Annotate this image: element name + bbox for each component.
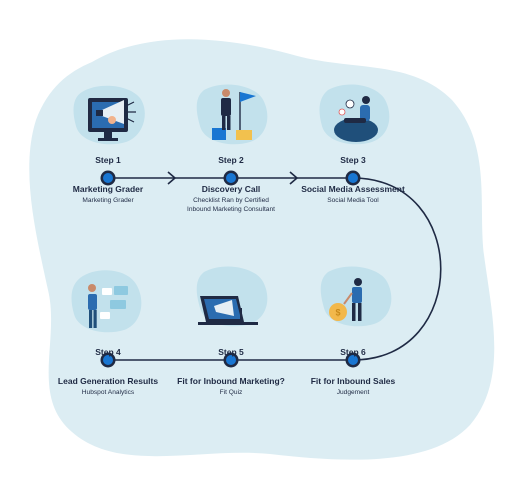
step-subtitle-line: Judgement: [336, 389, 370, 396]
node-step-2: [223, 170, 239, 186]
step-title: Lead Generation Results: [57, 376, 159, 386]
step-number: Step 1: [95, 155, 121, 165]
step-subtitle: Hubspot Analytics: [33, 389, 183, 398]
step-6: Step 6 Fit for Inbound Sales Judgement: [278, 347, 428, 398]
svg-text:$: $: [335, 308, 340, 318]
step-subtitle: Marketing Grader: [33, 197, 183, 206]
step-subtitle-line: Marketing Grader: [82, 197, 134, 204]
arrow-icon: [289, 171, 299, 185]
step-title: Fit for Inbound Marketing?: [177, 376, 285, 386]
step-nodes: [100, 170, 361, 368]
step-title: Marketing Grader: [72, 184, 144, 194]
person-beanbag-phone-icon: [319, 84, 390, 145]
node-step-3: [345, 170, 361, 186]
node-step-6: [345, 352, 361, 368]
step-subtitle-line: Inbound Marketing Consultant: [187, 205, 275, 213]
arrow-icon: [167, 171, 177, 185]
step-title: Social Media Assessment: [301, 184, 405, 194]
step-subtitle: Social Media Tool: [278, 197, 428, 206]
step-number: Step 6: [340, 347, 366, 357]
node-step-1: [100, 170, 116, 186]
step-5: Step 5 Fit for Inbound Marketing? Fit Qu…: [156, 347, 306, 398]
step-number: Step 3: [340, 155, 366, 165]
step-3: Step 3 Social Media Assessment Social Me…: [278, 155, 428, 206]
connector-arrows: [167, 171, 299, 185]
step-subtitle: Judgement: [278, 389, 428, 398]
step-number: Step 2: [218, 155, 244, 165]
step-title: Discovery Call: [201, 184, 261, 194]
person-flag-icon: [196, 84, 268, 145]
node-step-4: [100, 352, 116, 368]
person-coin-icon: $: [320, 266, 392, 327]
step-subtitle-line: Checklist Ran by Certified: [193, 197, 269, 204]
step-subtitle: Checklist Ran by Certified Inbound Marke…: [156, 197, 306, 214]
step-subtitle-line: Hubspot Analytics: [81, 389, 135, 396]
node-step-5: [223, 352, 239, 368]
laptop-megaphone-icon: [196, 266, 268, 327]
step-title: Fit for Inbound Sales: [310, 376, 396, 386]
step-subtitle: Fit Quiz: [156, 389, 306, 398]
step-4: Step 4 Lead Generation Results Hubspot A…: [33, 347, 183, 398]
step-number: Step 4: [95, 347, 121, 357]
step-1: Step 1 Marketing Grader Marketing Grader: [33, 155, 183, 206]
step-subtitle-line: Fit Quiz: [219, 389, 243, 396]
step-subtitle-line: Social Media Tool: [327, 197, 379, 204]
step-number: Step 5: [218, 347, 244, 357]
megaphone-laptop-icon: [73, 85, 145, 145]
step-2: Step 2 Discovery Call Checklist Ran by C…: [156, 155, 306, 214]
person-chat-bubbles-icon: [71, 270, 142, 333]
